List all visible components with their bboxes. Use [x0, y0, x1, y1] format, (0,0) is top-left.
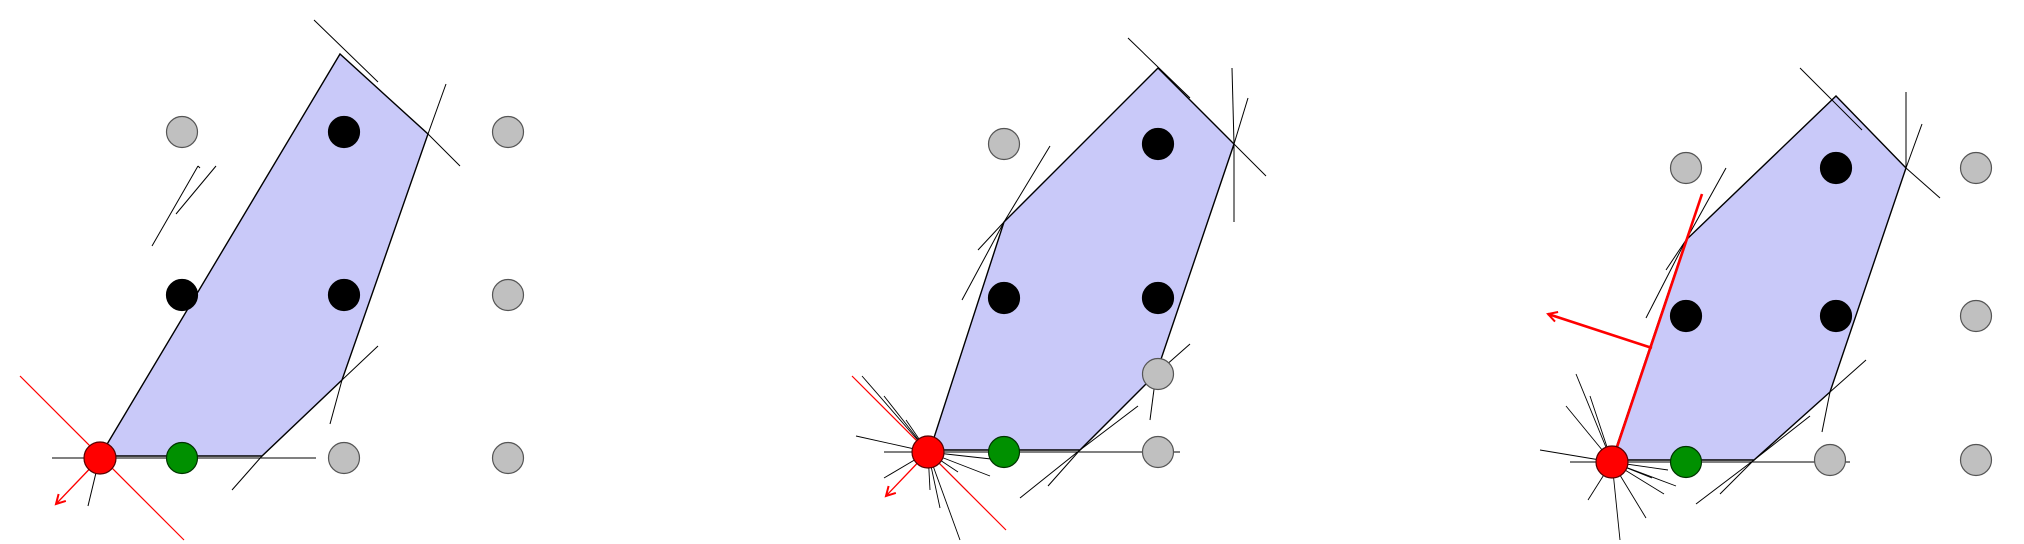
- lattice-point-inside: [1141, 127, 1175, 161]
- lattice-point-inside: [165, 278, 199, 312]
- support-line: [427, 83, 447, 135]
- support-line: [1079, 405, 1139, 451]
- support-line: [1685, 167, 1727, 241]
- support-line: [1233, 97, 1249, 145]
- lattice-point-outside: [1813, 443, 1847, 477]
- convex-hull-polygon: [1611, 95, 1907, 461]
- support-line: [175, 165, 217, 215]
- support-line: [1695, 459, 1755, 505]
- lattice-point-outside: [491, 441, 525, 475]
- active-vertex-point: [911, 435, 945, 469]
- panels-layer: [19, 19, 1993, 541]
- lattice-point-outside: [491, 115, 525, 149]
- normal-arrow: [1548, 314, 1653, 350]
- spike-line: [861, 375, 929, 453]
- lattice-point-edge: [987, 435, 1021, 469]
- lattice-point-outside: [987, 127, 1021, 161]
- highlight-line: [1610, 193, 1704, 463]
- lattice-point-inside: [987, 281, 1021, 315]
- support-line: [197, 165, 201, 169]
- support-line: [961, 221, 1005, 301]
- lattice-point-outside: [327, 441, 361, 475]
- support-line: [231, 455, 263, 491]
- support-line: [1645, 239, 1687, 319]
- support-line: [313, 19, 379, 83]
- panel-2: [851, 37, 1267, 541]
- support-line: [1829, 359, 1867, 393]
- support-line: [1233, 143, 1267, 177]
- active-vertex-point: [1595, 445, 1629, 479]
- support-line: [341, 345, 379, 381]
- lattice-point-outside: [1959, 443, 1993, 477]
- panel-1: [19, 19, 525, 541]
- lattice-point-inside: [327, 278, 361, 312]
- support-line: [1821, 391, 1831, 433]
- support-line: [1753, 415, 1811, 461]
- lattice-point-outside: [165, 115, 199, 149]
- support-line: [1905, 123, 1923, 169]
- support-line: [329, 379, 343, 425]
- lattice-point-edge: [165, 441, 199, 475]
- lattice-point-inside: [1669, 299, 1703, 333]
- lattice-point-outside: [1141, 435, 1175, 469]
- active-vertex-point: [83, 441, 117, 475]
- lattice-point-inside: [1819, 299, 1853, 333]
- support-line: [427, 133, 461, 167]
- support-line: [1719, 459, 1755, 495]
- support-line: [1905, 167, 1941, 199]
- support-line: [1019, 449, 1081, 499]
- support-line: [1231, 67, 1235, 145]
- lattice-point-inside: [1141, 281, 1175, 315]
- support-line: [151, 165, 199, 247]
- lattice-point-outside: [491, 278, 525, 312]
- lattice-point-inside: [1819, 151, 1853, 185]
- lattice-point-edge: [1669, 445, 1703, 479]
- convex-hull-polygon: [98, 52, 429, 457]
- lattice-point-outside: [1959, 299, 1993, 333]
- support-line: [1799, 67, 1863, 131]
- support-line: [1003, 145, 1051, 223]
- convex-hull-polygon: [929, 67, 1235, 451]
- lattice-point-outside: [1141, 357, 1175, 391]
- lattice-point-outside: [1669, 151, 1703, 185]
- lattice-point-inside: [327, 115, 361, 149]
- support-line: [977, 221, 1005, 251]
- support-line: [1665, 239, 1687, 271]
- support-line: [1127, 37, 1191, 99]
- support-line: [1047, 449, 1081, 487]
- lattice-point-outside: [1959, 151, 1993, 185]
- panel-3: [1539, 67, 1993, 541]
